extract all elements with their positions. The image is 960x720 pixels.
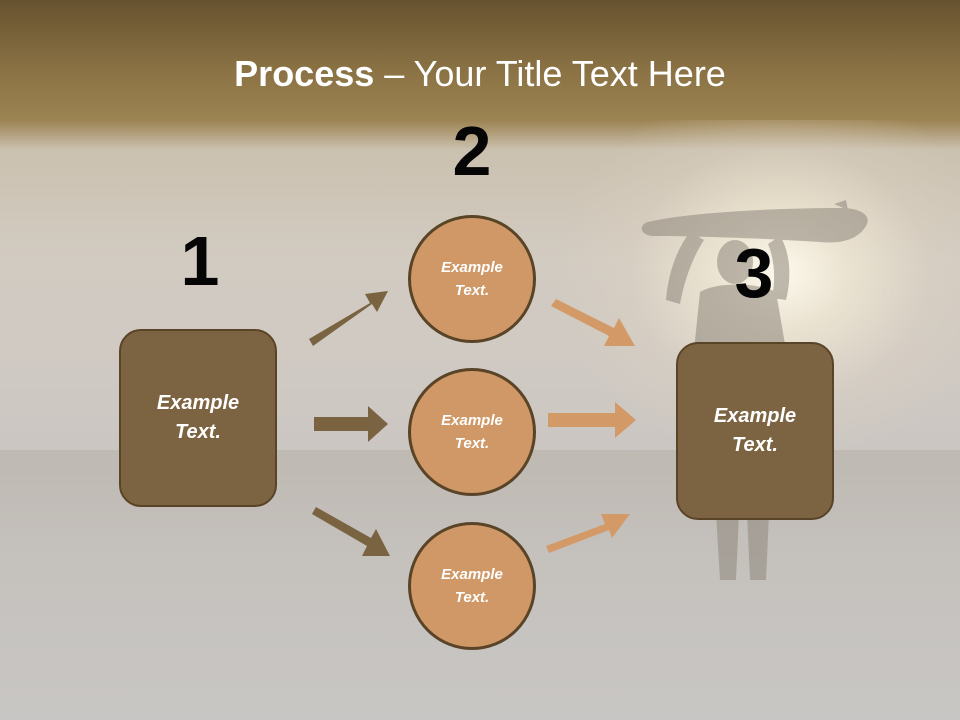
- slide-title: Process – Your Title Text Here: [0, 52, 960, 96]
- left-process-box[interactable]: Example Text.: [119, 329, 277, 507]
- step-number-3: 3: [734, 234, 774, 312]
- process-circle-top[interactable]: Example Text.: [408, 215, 536, 343]
- circle-middle-text: Example Text.: [441, 412, 503, 452]
- left-box-text: Example Text.: [156, 392, 240, 443]
- circle-bottom-text: Example Text.: [441, 566, 503, 606]
- process-circle-middle[interactable]: Example Text.: [408, 368, 536, 496]
- arrow-bottom-circle-to-right-box: [546, 514, 630, 553]
- arrow-middle-circle-to-right-box: [548, 402, 636, 438]
- arrow-left-to-top-circle: [309, 291, 388, 346]
- arrow-top-circle-to-right-box: [551, 299, 635, 346]
- process-circle-bottom[interactable]: Example Text.: [408, 522, 536, 650]
- right-process-box[interactable]: Example Text.: [676, 342, 834, 520]
- step-number-1: 1: [180, 222, 220, 300]
- arrow-left-to-bottom-circle: [312, 507, 390, 556]
- title-rest-part: – Your Title Text Here: [374, 53, 726, 94]
- right-box-text: Example Text.: [713, 405, 797, 456]
- step-number-2: 2: [452, 112, 492, 190]
- circle-top-text: Example Text.: [441, 259, 503, 299]
- title-bold-part: Process: [234, 53, 375, 94]
- arrow-left-to-middle-circle: [314, 406, 388, 442]
